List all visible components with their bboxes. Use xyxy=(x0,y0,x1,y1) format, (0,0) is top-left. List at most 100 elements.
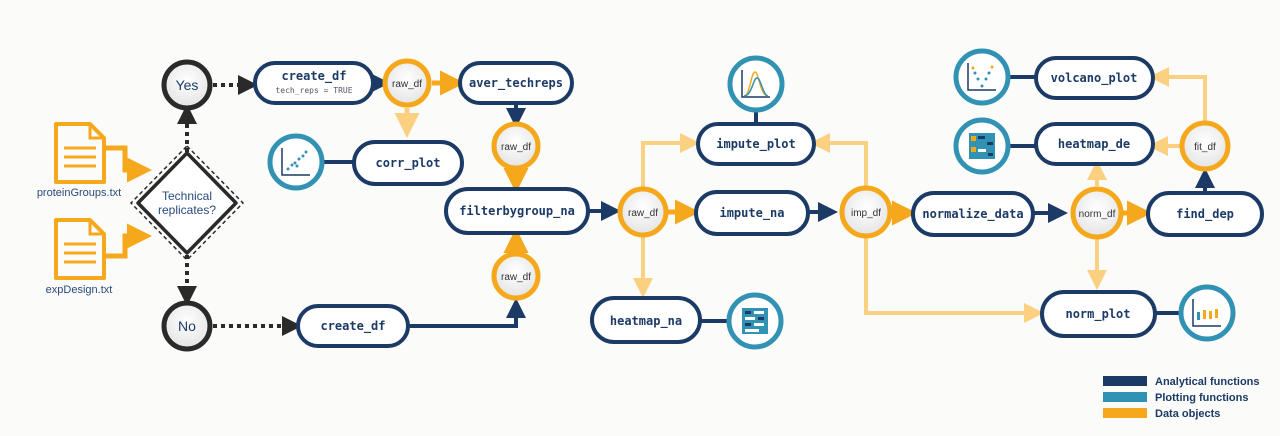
impute-plot-pill xyxy=(696,122,816,166)
heatmap-de-pill xyxy=(1034,122,1155,166)
create-df-yes-sublabel: tech_reps = TRUE xyxy=(275,86,352,95)
imp-df-label: imp_df xyxy=(851,208,881,219)
norm-plot-pill xyxy=(1040,290,1157,338)
heatmap-de-label: heatmap_de xyxy=(1058,137,1130,152)
volcano-plot-icon-ring xyxy=(953,48,1011,106)
heatmap-cell xyxy=(978,136,985,139)
create-df-yes-label: create_df xyxy=(281,69,346,84)
arrow-impdf-to-imputeplot xyxy=(810,133,868,187)
find-dep-label: find_dep xyxy=(1176,207,1234,222)
boxplot-icon-ring xyxy=(1178,284,1236,342)
document-icon xyxy=(54,122,106,184)
heatmap-cell xyxy=(988,153,993,156)
boxplot-box xyxy=(1209,311,1212,319)
heatmap-cell xyxy=(745,317,755,320)
aver-techreps-node: aver_techreps xyxy=(458,61,574,105)
raw-df-3: raw_df xyxy=(491,251,541,301)
volcano-plot-node: volcano_plot xyxy=(1034,56,1155,100)
arrow-createdf-no-to-rawdf3 xyxy=(408,298,526,328)
decision-question-2: replicates? xyxy=(158,203,216,217)
boxplot-box xyxy=(1215,309,1218,318)
heatmap-cell xyxy=(754,311,764,314)
decision-question-1: Technical xyxy=(162,189,212,203)
yes-circle xyxy=(161,59,213,111)
heatmap-cell xyxy=(971,136,976,141)
find-dep-pill xyxy=(1146,191,1264,237)
volcano-plot-icon xyxy=(953,48,1011,106)
fit-df-circle xyxy=(1179,120,1231,172)
density-plot-icon xyxy=(727,55,785,113)
raw-df-1-circle xyxy=(382,58,432,108)
heatmap-cell xyxy=(745,329,759,332)
boxplot-box xyxy=(1197,312,1200,320)
decision-diamond: Technical replicates? xyxy=(129,144,245,262)
volcano-plot-label: volcano_plot xyxy=(1051,71,1138,86)
decision-shape xyxy=(136,151,238,255)
design-file-label: expDesign.txt xyxy=(46,284,113,296)
create-df-no-pill xyxy=(296,304,410,348)
norm-df-label: norm_df xyxy=(1079,209,1116,220)
raw-df-4: raw_df xyxy=(617,186,669,238)
heatmap-cell xyxy=(758,317,764,320)
arrow-impdf-to-normplot xyxy=(864,237,1044,323)
raw-df-4-circle xyxy=(617,186,669,238)
arrow-design-to-decision xyxy=(105,223,152,259)
imp-df-circle xyxy=(839,185,893,239)
volcano-dot xyxy=(973,71,977,75)
boxplot-box xyxy=(1203,310,1206,319)
legend-swatch-analytical xyxy=(1103,376,1147,386)
impute-plot-label: impute_plot xyxy=(716,137,795,152)
raw-df-1-label: raw_df xyxy=(392,79,422,90)
volcano-dot xyxy=(990,65,994,69)
legend: Analytical functions Plotting functions … xyxy=(1103,376,1260,420)
volcano-dot xyxy=(987,71,991,75)
normalize-data-node: normalize_data xyxy=(911,191,1035,237)
yes-label: Yes xyxy=(176,77,199,93)
arrow-protein-to-decision xyxy=(105,145,152,183)
filterbygroup-na-label: filterbygroup_na xyxy=(459,204,575,219)
boxplot-icon xyxy=(1178,284,1236,342)
legend-swatch-plotting xyxy=(1103,392,1147,402)
no-label: No xyxy=(178,318,196,334)
volcano-dot xyxy=(971,66,975,70)
arrow-rawdf4-to-imputeplot xyxy=(641,133,700,187)
filterbygroup-na-node: filterbygroup_na xyxy=(444,187,590,235)
scatter-dot xyxy=(290,163,294,167)
scatter-dot xyxy=(295,164,299,168)
norm-df-circle xyxy=(1070,186,1124,240)
heatmap-de-node: heatmap_de xyxy=(1034,122,1155,166)
protein-file-label: proteinGroups.txt xyxy=(37,187,121,199)
norm-plot-label: norm_plot xyxy=(1065,307,1130,322)
volcano-plot-icon-axes xyxy=(967,63,996,91)
connectors xyxy=(105,67,1215,336)
aver-techreps-pill xyxy=(458,61,574,105)
normalize-data-label: normalize_data xyxy=(922,207,1023,222)
volcano-dot xyxy=(980,84,984,88)
scatter-dot xyxy=(286,167,290,171)
legend-swatch-data xyxy=(1103,408,1147,418)
heatmap-cell xyxy=(971,147,976,152)
corr-plot-pill xyxy=(352,140,464,186)
scatter-plot-icon xyxy=(267,133,325,191)
decision-outline xyxy=(129,144,245,262)
impute-na-label: impute_na xyxy=(719,206,784,221)
imp-df: imp_df xyxy=(839,185,893,239)
volcano-dot xyxy=(976,77,980,81)
fit-df: fit_df xyxy=(1179,120,1231,172)
raw-df-2-label: raw_df xyxy=(501,142,531,153)
protein-file: proteinGroups.txt xyxy=(37,122,121,199)
create-df-no-node: create_df xyxy=(296,304,410,348)
volcano-plot-pill xyxy=(1034,56,1155,100)
corr-plot-label: corr_plot xyxy=(375,156,440,171)
heatmap-na-node: heatmap_na xyxy=(590,296,702,344)
volcano-dot xyxy=(984,77,988,81)
scatter-dot xyxy=(301,154,305,158)
heatmap-cell xyxy=(745,311,751,314)
create-df-yes-pill xyxy=(253,61,375,105)
normalize-data-pill xyxy=(911,191,1035,237)
no-node: No xyxy=(161,300,213,352)
raw-df-2-circle xyxy=(491,121,541,171)
document-icon xyxy=(54,218,106,280)
fit-df-label: fit_df xyxy=(1194,142,1216,153)
boxplot-icon-axes xyxy=(1192,299,1221,327)
